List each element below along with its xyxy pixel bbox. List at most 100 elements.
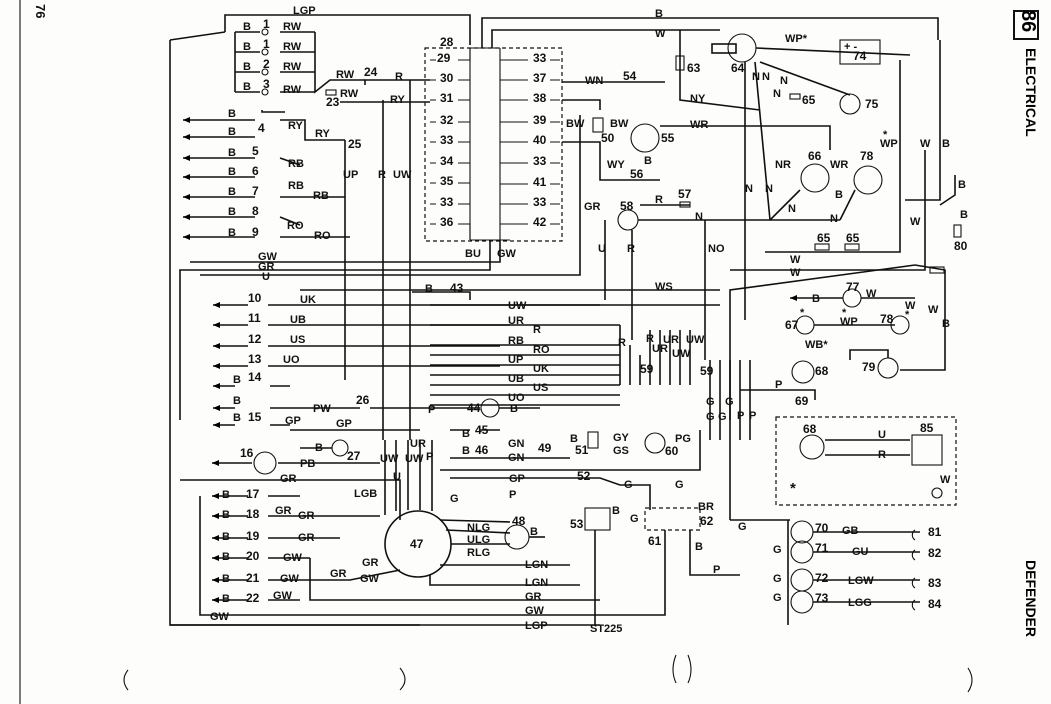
label-w: W <box>905 300 916 312</box>
label-ur: UR <box>508 315 524 327</box>
label-gp: GP <box>509 473 525 485</box>
wire-61-down <box>600 530 666 616</box>
component-21: 21 <box>246 571 260 585</box>
component-19: 19 <box>246 529 260 543</box>
wire-bw <box>562 99 601 110</box>
component-26: 26 <box>356 393 370 407</box>
label-b: B <box>222 551 230 563</box>
component-70: 70 <box>815 521 829 535</box>
label-lgw: LGW <box>848 575 874 587</box>
label-w: W <box>928 304 939 316</box>
fuse-41: 41 <box>533 175 547 189</box>
label-lgb: LGB <box>354 488 377 500</box>
label-star: * <box>842 307 847 319</box>
component-15: 15 <box>248 410 262 424</box>
earth-arrow <box>183 155 190 161</box>
label-gs: GS <box>613 445 629 457</box>
label-gw: GW <box>280 573 300 585</box>
label-b: B <box>960 209 968 221</box>
label-b: B <box>228 186 236 198</box>
label-ro: RO <box>314 230 331 242</box>
component-72-symbol <box>790 568 814 592</box>
label-b: B <box>812 293 820 305</box>
label-b: B <box>228 227 236 239</box>
label-ry: RY <box>288 120 304 132</box>
wire-r <box>364 79 430 85</box>
component-28: 28 <box>440 35 454 49</box>
switch-contact <box>261 88 269 96</box>
label-gw: GW <box>210 611 230 623</box>
label-up: UP <box>343 169 358 181</box>
switch-contact <box>261 68 269 76</box>
component-83: 83 <box>928 576 942 590</box>
component-68: 68 <box>803 422 817 436</box>
component-44: 44 <box>467 401 481 415</box>
wire-lgp-top <box>224 14 471 45</box>
label-wp: WP <box>840 316 858 328</box>
wire-b-43 <box>412 291 471 300</box>
wire-gw <box>190 240 501 263</box>
label-b: B <box>228 126 236 138</box>
wire-n-75 <box>759 61 851 96</box>
label-g: G <box>450 493 459 505</box>
label-ulg: ULG <box>467 534 490 546</box>
wire-u-long <box>200 115 581 276</box>
label-wn: WN <box>585 75 603 87</box>
component-84: 84 <box>928 597 942 611</box>
label-rw: RW <box>283 21 302 33</box>
label-gw: GW <box>525 605 545 617</box>
label-ur: UR <box>663 334 679 346</box>
fuse-31: 31 <box>440 91 454 105</box>
label-rw: RW <box>283 41 302 53</box>
label-n: N <box>695 211 703 223</box>
component-46: 46 <box>475 443 489 457</box>
label-wy: WY <box>607 159 625 171</box>
earth-arrow <box>212 535 219 541</box>
label-uw: UW <box>380 453 399 465</box>
label-gr: GR <box>275 505 292 517</box>
label-b: B <box>222 489 230 501</box>
component-65b-symbol <box>814 243 830 251</box>
label-gw: GW <box>283 552 303 564</box>
component-85-symbol <box>911 434 943 466</box>
component-43: 43 <box>450 281 464 295</box>
fuse-29: 29 <box>437 51 451 65</box>
label-r: R <box>618 337 626 349</box>
label-n: N <box>788 203 796 215</box>
label-b: B <box>570 433 578 445</box>
wire-b-right <box>905 40 941 201</box>
label-n: N <box>773 88 781 100</box>
component-71-symbol <box>790 540 814 564</box>
label-gr: GR <box>362 557 379 569</box>
earth-arrow <box>183 117 190 123</box>
component-1: 1 <box>263 37 270 51</box>
component-81: 81 <box>928 525 942 539</box>
wire-n-down2 <box>754 61 771 221</box>
label-uw: UW <box>393 169 412 181</box>
label-rw: RW <box>336 69 355 81</box>
label-bw: BW <box>566 118 585 130</box>
reference-code: ST225 <box>590 623 622 635</box>
wire-85 <box>825 439 910 456</box>
component-27-symbol <box>331 439 349 457</box>
wire-gw-47 <box>310 569 401 581</box>
section-number-box <box>1013 10 1039 40</box>
component-80: 80 <box>954 239 968 253</box>
label-ny: NY <box>690 93 706 105</box>
fuse-35: 35 <box>440 174 454 188</box>
connector-59b-leads <box>709 360 751 520</box>
label-gr: GR <box>584 201 601 213</box>
component-10: 10 <box>248 291 262 305</box>
fuse-39: 39 <box>533 113 547 127</box>
label-w: W <box>910 216 921 228</box>
component-74: 74 <box>853 49 867 63</box>
wire-link <box>169 31 226 41</box>
label-b: B <box>233 412 241 424</box>
label-b: B <box>243 21 251 33</box>
label-w: W <box>866 288 877 300</box>
label-rb: RB <box>288 158 304 170</box>
component-67-symbol <box>795 315 815 335</box>
label-uw: UW <box>405 453 424 465</box>
label-b: B <box>222 509 230 521</box>
wire-p-bottom <box>689 530 740 576</box>
